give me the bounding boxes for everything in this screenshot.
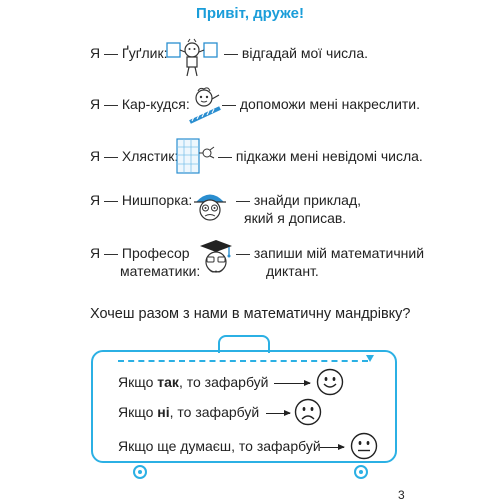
character-intro: Я — Кар-кудся: [90, 96, 190, 112]
zipper-pull-icon [366, 355, 374, 362]
suitcase-handle [218, 335, 270, 353]
wheel-right-icon [354, 465, 368, 479]
answer-suffix: , то зафарбуй [169, 404, 260, 420]
page-number: 3 [398, 488, 405, 502]
character-task-line2: який я дописав. [244, 210, 347, 226]
smiley-happy-icon[interactable] [316, 368, 344, 396]
answer-suffix: , то зафарбуй [178, 374, 269, 390]
character-task: — відгадай мої числа. [224, 45, 369, 61]
smiley-neutral-icon[interactable] [350, 432, 378, 460]
character-task: — допоможи мені накреслити. [222, 96, 421, 112]
professor-icon [200, 240, 232, 273]
character-intro: Я — Ґуґлик: [90, 45, 168, 61]
answer-keyword: так [157, 374, 179, 390]
arrow-icon [320, 443, 345, 450]
character-task-line2: диктант. [266, 263, 319, 279]
khliastyk-icon [176, 138, 215, 174]
character-intro-line1: Я — Професор [90, 245, 190, 261]
answer-prefix: Якщо [118, 404, 158, 420]
answer-prefix: Якщо [118, 374, 158, 390]
suitcase-frame [91, 350, 397, 463]
karkusia-icon [189, 87, 221, 124]
question-text: Хочеш разом з нами в математичну мандрів… [90, 306, 411, 322]
character-intro-line2: математики: [120, 263, 201, 279]
character-intro: Я — Нишпорка: [90, 192, 193, 208]
suitcase-zipper [118, 360, 368, 362]
answer-row-thinking: Якщо ще думаєш, то зафарбуй [118, 438, 321, 454]
character-intro: Я — Хлястик: [90, 148, 179, 164]
answer-row-yes: Якщо так, то зафарбуй [118, 374, 268, 390]
answer-row-no: Якщо ні, то зафарбуй [118, 404, 259, 420]
character-task-line1: — знайди приклад, [236, 192, 362, 208]
arrow-icon [266, 409, 291, 416]
answer-keyword: ні [157, 404, 170, 420]
arrow-icon [274, 379, 311, 386]
page-title: Привіт, друже! [196, 5, 304, 22]
wheel-left-icon [133, 465, 147, 479]
smiley-sad-icon[interactable] [294, 398, 322, 426]
character-task: — підкажи мені невідомі числа. [218, 148, 423, 164]
character-task-line1: — запиши мій математичний [236, 245, 425, 261]
answer-prefix: Якщо ще думаєш, то зафарбуй [118, 438, 321, 454]
guglyk-icon [166, 38, 218, 77]
nyshporka-icon [194, 194, 226, 221]
